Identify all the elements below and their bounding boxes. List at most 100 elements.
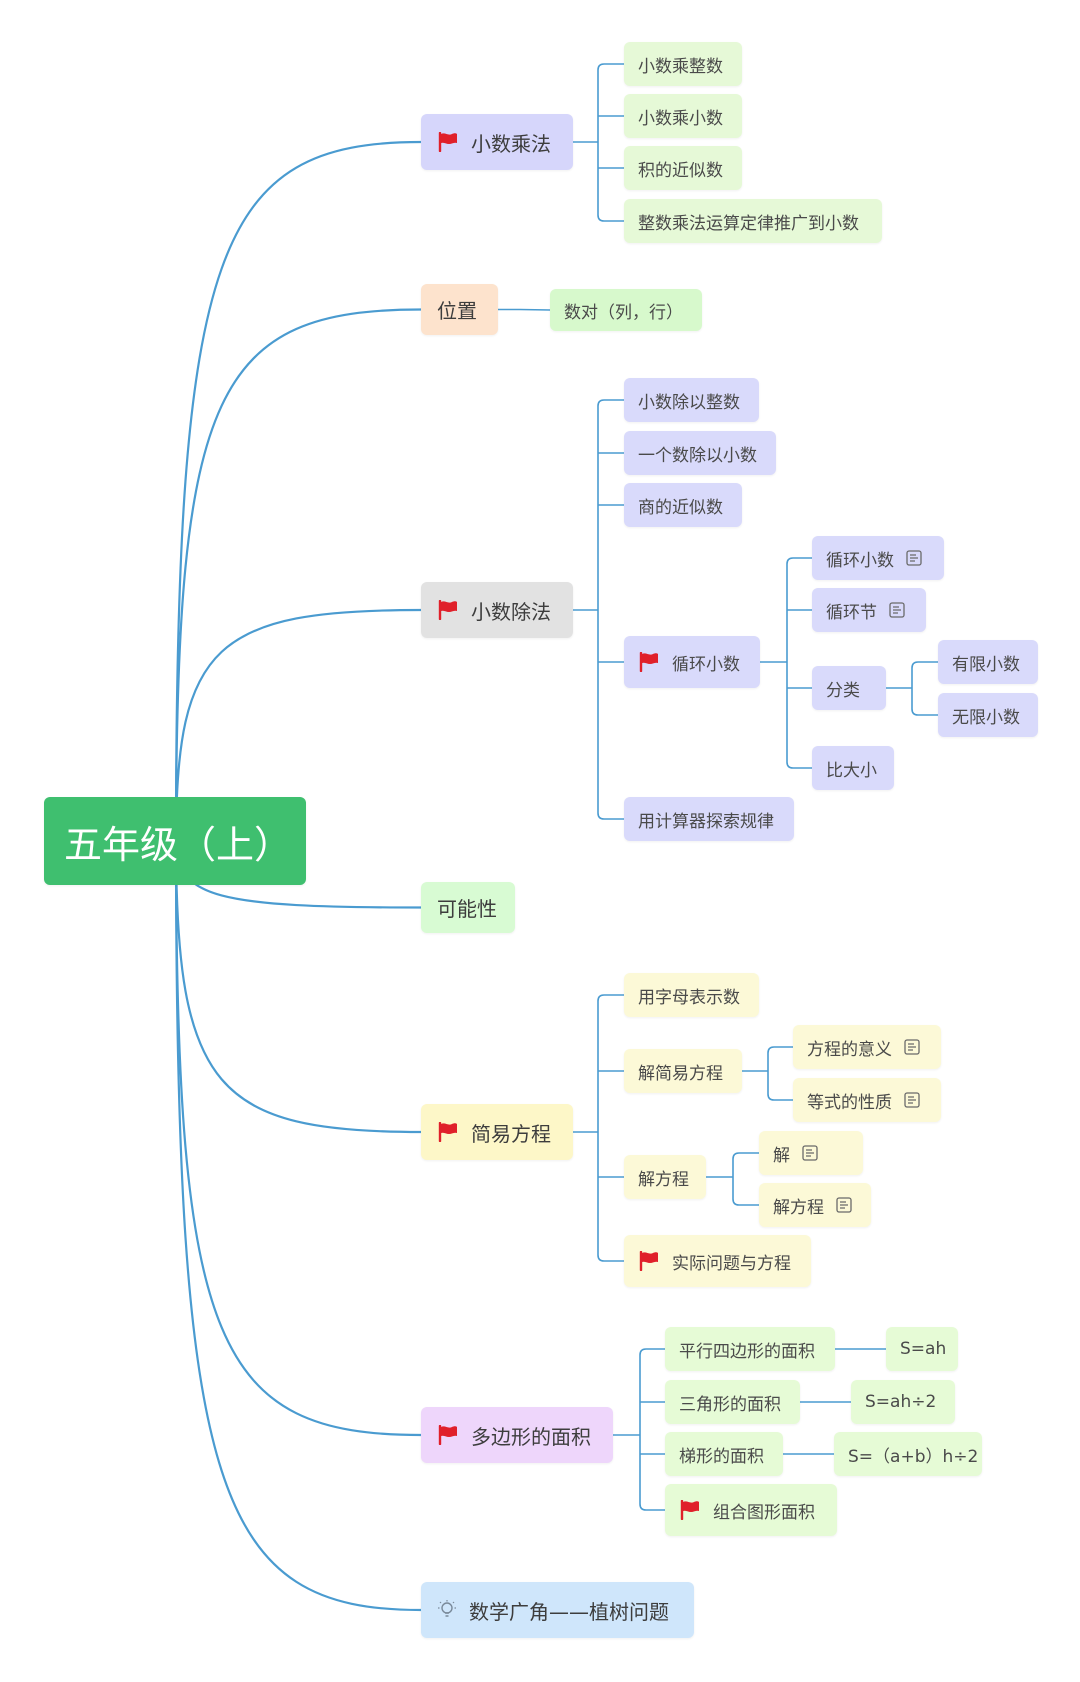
node-label: 一个数除以小数 bbox=[638, 445, 757, 466]
flag-icon bbox=[437, 131, 459, 153]
bracket-branch bbox=[597, 214, 624, 222]
node-branches-2-recurring-children-0[interactable]: 循环小数 bbox=[812, 536, 944, 580]
flag-icon bbox=[437, 1424, 459, 1446]
root-node[interactable]: 五年级（上） bbox=[44, 797, 306, 885]
node-label: S=（a+b）h÷2 bbox=[848, 1446, 979, 1467]
node-branches-5-formulas-1[interactable]: S=ah÷2 bbox=[851, 1380, 955, 1424]
node-label: S=ah÷2 bbox=[865, 1392, 937, 1412]
node-label: 整数乘法运算定律推广到小数 bbox=[638, 213, 859, 234]
branch-decimal-multiplication[interactable]: 小数乘法 bbox=[421, 114, 573, 170]
node-branches-4-children-2[interactable]: 解方程 bbox=[624, 1155, 706, 1199]
node-label: 五年级（上） bbox=[64, 822, 293, 867]
node-branches-0-children-3[interactable]: 整数乘法运算定律推广到小数 bbox=[624, 199, 882, 243]
node-branches-5-children-0[interactable]: 平行四边形的面积 bbox=[665, 1327, 835, 1371]
node-branches-5-formulas-2[interactable]: S=（a+b）h÷2 bbox=[834, 1432, 982, 1476]
node-label: 多边形的面积 bbox=[471, 1424, 591, 1449]
note-icon[interactable] bbox=[889, 602, 905, 618]
flag-icon bbox=[679, 1499, 701, 1521]
note-icon[interactable] bbox=[802, 1145, 818, 1161]
node-branches-0-children-0[interactable]: 小数乘整数 bbox=[624, 42, 742, 86]
node-branches-2-recurring-children-2[interactable]: 分类 bbox=[812, 666, 886, 710]
node-branches-4-simple_equations-1[interactable]: 等式的性质 bbox=[793, 1078, 941, 1122]
node-branches-5-formulas-0[interactable]: S=ah bbox=[886, 1327, 958, 1371]
node-label: 方程的意义 bbox=[807, 1039, 892, 1060]
bracket-branch bbox=[786, 761, 812, 769]
node-branches-2-children-0[interactable]: 小数除以整数 bbox=[624, 378, 759, 422]
node-branches-4-simple_equations-0[interactable]: 方程的意义 bbox=[793, 1025, 941, 1069]
node-branches-4-children-1[interactable]: 解简易方程 bbox=[624, 1049, 742, 1093]
bracket-branch bbox=[597, 1254, 624, 1262]
node-branches-4-solving-0[interactable]: 解 bbox=[759, 1131, 863, 1175]
node-label: 有限小数 bbox=[952, 654, 1020, 675]
node-branches-2-children-1[interactable]: 一个数除以小数 bbox=[624, 431, 776, 475]
node-branches-2-recurring-classification-1[interactable]: 无限小数 bbox=[938, 693, 1038, 737]
node-label: 三角形的面积 bbox=[679, 1394, 781, 1415]
note-icon[interactable] bbox=[836, 1197, 852, 1213]
node-branches-0-children-1[interactable]: 小数乘小数 bbox=[624, 94, 742, 138]
bracket-branch bbox=[597, 399, 624, 407]
node-label: 解 bbox=[773, 1145, 790, 1166]
node-branches-5-children-2[interactable]: 梯形的面积 bbox=[665, 1432, 783, 1476]
node-branches-2-children-4[interactable]: 用计算器探索规律 bbox=[624, 797, 794, 841]
root-connector bbox=[174, 608, 422, 842]
flag-icon bbox=[437, 599, 459, 621]
branch-possibility[interactable]: 可能性 bbox=[421, 882, 515, 933]
node-label: 可能性 bbox=[437, 897, 497, 921]
branch-simple-equations[interactable]: 简易方程 bbox=[421, 1104, 573, 1160]
node-label: 组合图形面积 bbox=[713, 1502, 815, 1523]
node-branches-1-children-0[interactable]: 数对（列，行） bbox=[550, 289, 702, 331]
bracket-branch bbox=[911, 708, 938, 716]
node-branches-2-children-3[interactable]: 循环小数 bbox=[624, 636, 760, 688]
node-label: 平行四边形的面积 bbox=[679, 1341, 815, 1362]
note-icon[interactable] bbox=[906, 550, 922, 566]
branch-decimal-division[interactable]: 小数除法 bbox=[421, 582, 573, 638]
node-label: 循环小数 bbox=[672, 654, 740, 675]
node-branches-4-children-3[interactable]: 实际问题与方程 bbox=[624, 1235, 811, 1287]
node-label: 比大小 bbox=[826, 760, 877, 781]
node-label: S=ah bbox=[900, 1339, 947, 1359]
node-label: 积的近似数 bbox=[638, 160, 723, 181]
node-branches-4-solving-1[interactable]: 解方程 bbox=[759, 1183, 871, 1227]
node-label: 解方程 bbox=[638, 1169, 689, 1190]
root-connector bbox=[174, 840, 422, 1437]
bracket-branch bbox=[732, 1152, 759, 1160]
flag-icon bbox=[638, 651, 660, 673]
lightbulb-icon bbox=[437, 1599, 457, 1621]
node-label: 小数乘整数 bbox=[638, 56, 723, 77]
node-label: 数对（列，行） bbox=[564, 302, 683, 323]
bracket-branch bbox=[597, 994, 624, 1002]
node-branches-2-recurring-classification-0[interactable]: 有限小数 bbox=[938, 640, 1038, 684]
node-label: 位置 bbox=[437, 299, 477, 323]
node-label: 循环节 bbox=[826, 602, 877, 623]
node-branches-4-children-0[interactable]: 用字母表示数 bbox=[624, 973, 759, 1017]
node-label: 等式的性质 bbox=[807, 1092, 892, 1113]
note-icon[interactable] bbox=[904, 1092, 920, 1108]
node-label: 用字母表示数 bbox=[638, 987, 740, 1008]
branch-polygon-area[interactable]: 多边形的面积 bbox=[421, 1407, 613, 1463]
node-label: 数学广角——植树问题 bbox=[469, 1599, 669, 1624]
node-label: 分类 bbox=[826, 680, 860, 701]
note-icon[interactable] bbox=[904, 1039, 920, 1055]
bracket-branch bbox=[786, 557, 812, 565]
root-connector bbox=[174, 840, 422, 1612]
node-branches-5-children-3[interactable]: 组合图形面积 bbox=[665, 1484, 837, 1536]
node-label: 梯形的面积 bbox=[679, 1446, 764, 1467]
node-label: 小数除法 bbox=[471, 599, 551, 624]
node-branches-2-recurring-children-3[interactable]: 比大小 bbox=[812, 746, 894, 790]
node-branches-2-recurring-children-1[interactable]: 循环节 bbox=[812, 588, 926, 632]
bracket-branch bbox=[639, 1348, 665, 1356]
bracket-branch bbox=[732, 1198, 759, 1206]
branch-tree-planting[interactable]: 数学广角——植树问题 bbox=[421, 1582, 694, 1638]
node-label: 循环小数 bbox=[826, 550, 894, 571]
node-label: 小数除以整数 bbox=[638, 392, 740, 413]
node-branches-5-children-1[interactable]: 三角形的面积 bbox=[665, 1380, 800, 1424]
flag-icon bbox=[638, 1250, 660, 1272]
branch-position[interactable]: 位置 bbox=[421, 284, 498, 335]
node-label: 小数乘法 bbox=[471, 131, 551, 156]
node-branches-0-children-2[interactable]: 积的近似数 bbox=[624, 146, 742, 190]
node-label: 商的近似数 bbox=[638, 497, 723, 518]
node-branches-2-children-2[interactable]: 商的近似数 bbox=[624, 483, 742, 527]
bracket-branch bbox=[639, 1503, 665, 1511]
root-connector bbox=[174, 308, 422, 842]
